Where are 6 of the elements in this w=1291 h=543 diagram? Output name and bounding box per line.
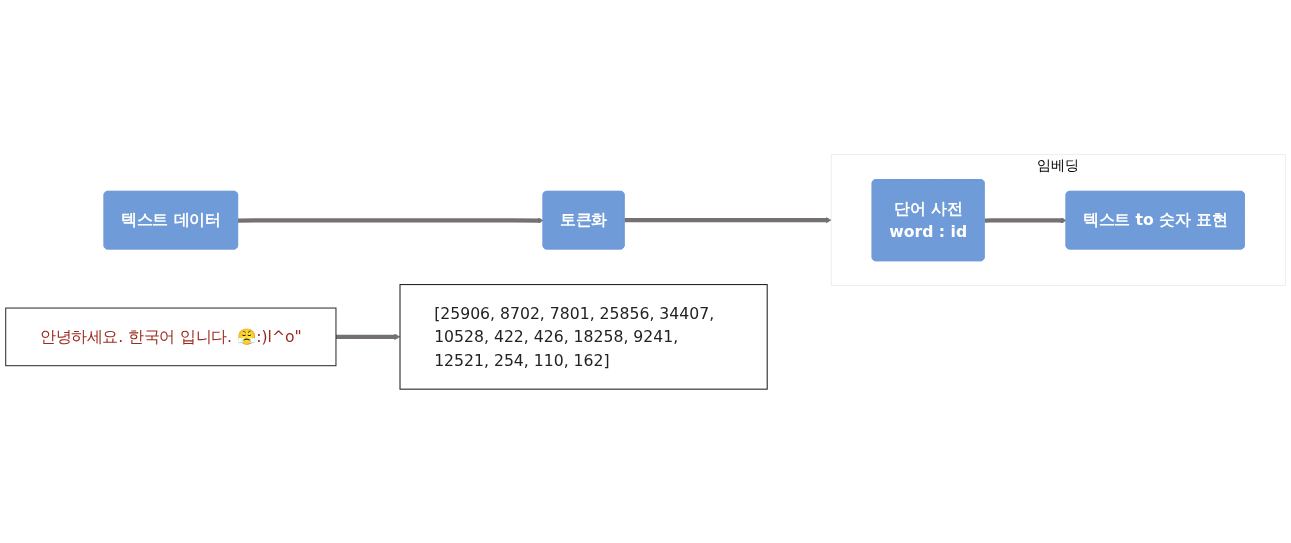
arrow (237, 216, 544, 224)
arrow (335, 333, 401, 340)
node-box: [25906, 8702, 7801, 25856, 34407, 10528, 422, 426, 18258, 9241, 12521, 254, 110, 162] (399, 283, 768, 390)
node-box: 안녕하세요. 한국어 입니다. 😤:)l^o" (5, 307, 337, 366)
arrow (624, 216, 832, 223)
arrow (984, 216, 1067, 224)
